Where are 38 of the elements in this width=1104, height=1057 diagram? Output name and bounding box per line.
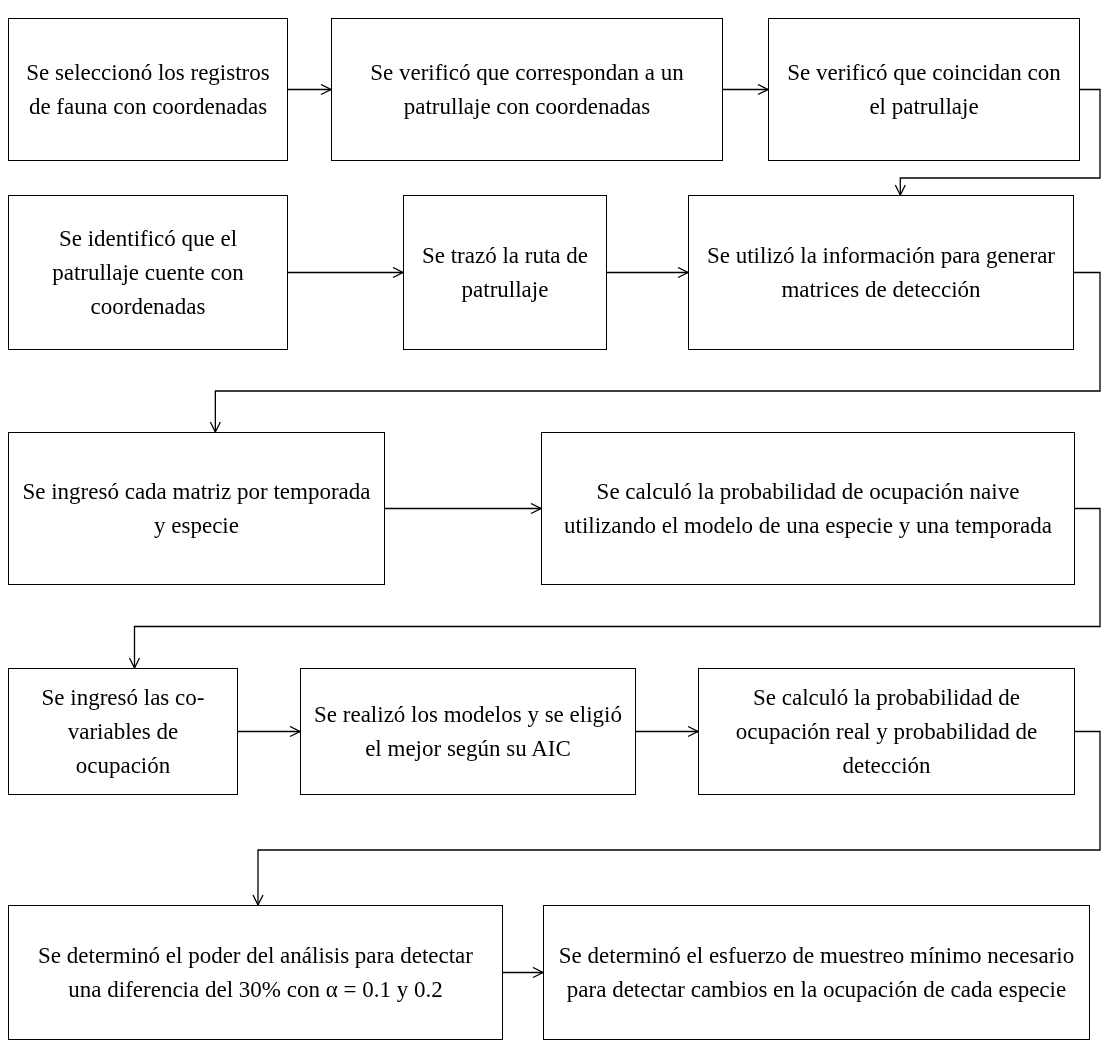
process-box [403, 195, 607, 350]
step-text: Se utilizó la información para generar matrices de detección [705, 241, 1056, 304]
step-text: Se determinó el poder del análisis para detectar una diferencia del 30% con α = 0.1 y 0.2 [37, 941, 474, 1004]
arrow [209, 271, 1101, 433]
process-box [8, 905, 503, 1040]
arrow [502, 966, 544, 979]
arrow [287, 83, 332, 96]
step-text: Se trazó la ruta de patrullaje [421, 241, 589, 304]
process-box [541, 432, 1075, 585]
process-box [543, 905, 1090, 1040]
step-text: Se seleccionó los registros de fauna con coordenadas [25, 58, 271, 121]
arrow [894, 88, 1101, 196]
step-text: Se ingresó las co-variables de ocupación [40, 683, 206, 780]
process-box [688, 195, 1074, 350]
process-box [8, 18, 288, 161]
process-box [8, 432, 385, 585]
process-box [331, 18, 723, 161]
arrow [252, 730, 1101, 906]
arrow [635, 725, 699, 738]
arrow [237, 725, 301, 738]
step-text: Se verificó que correspondan a un patrullaje con coordenadas [369, 58, 685, 121]
step-text: Se ingresó cada matriz por temporada y especie [21, 477, 372, 540]
arrow [606, 266, 689, 279]
process-box [8, 668, 238, 795]
arrow [287, 266, 404, 279]
process-box [698, 668, 1075, 795]
step-text: Se verificó que coincidan con el patrullaje [786, 58, 1062, 121]
step-text: Se identificó que el patrullaje cuente con coordenadas [51, 224, 245, 321]
arrow [722, 83, 769, 96]
step-text: Se calculó la probabilidad de ocupación real y probabilidad de detección [734, 683, 1039, 780]
process-box [768, 18, 1080, 161]
process-box [8, 195, 288, 350]
step-text: Se determinó el esfuerzo de muestreo mínimo necesario para detectar cambios en la ocupación de cada especie [557, 941, 1076, 1004]
arrow [384, 502, 542, 515]
process-box [300, 668, 636, 795]
step-text: Se calculó la probabilidad de ocupación naive utilizando el modelo de una especie y una temporada [563, 477, 1053, 540]
arrow [128, 507, 1101, 669]
step-text: Se realizó los modelos y se eligió el mejor según su AIC [313, 700, 623, 763]
